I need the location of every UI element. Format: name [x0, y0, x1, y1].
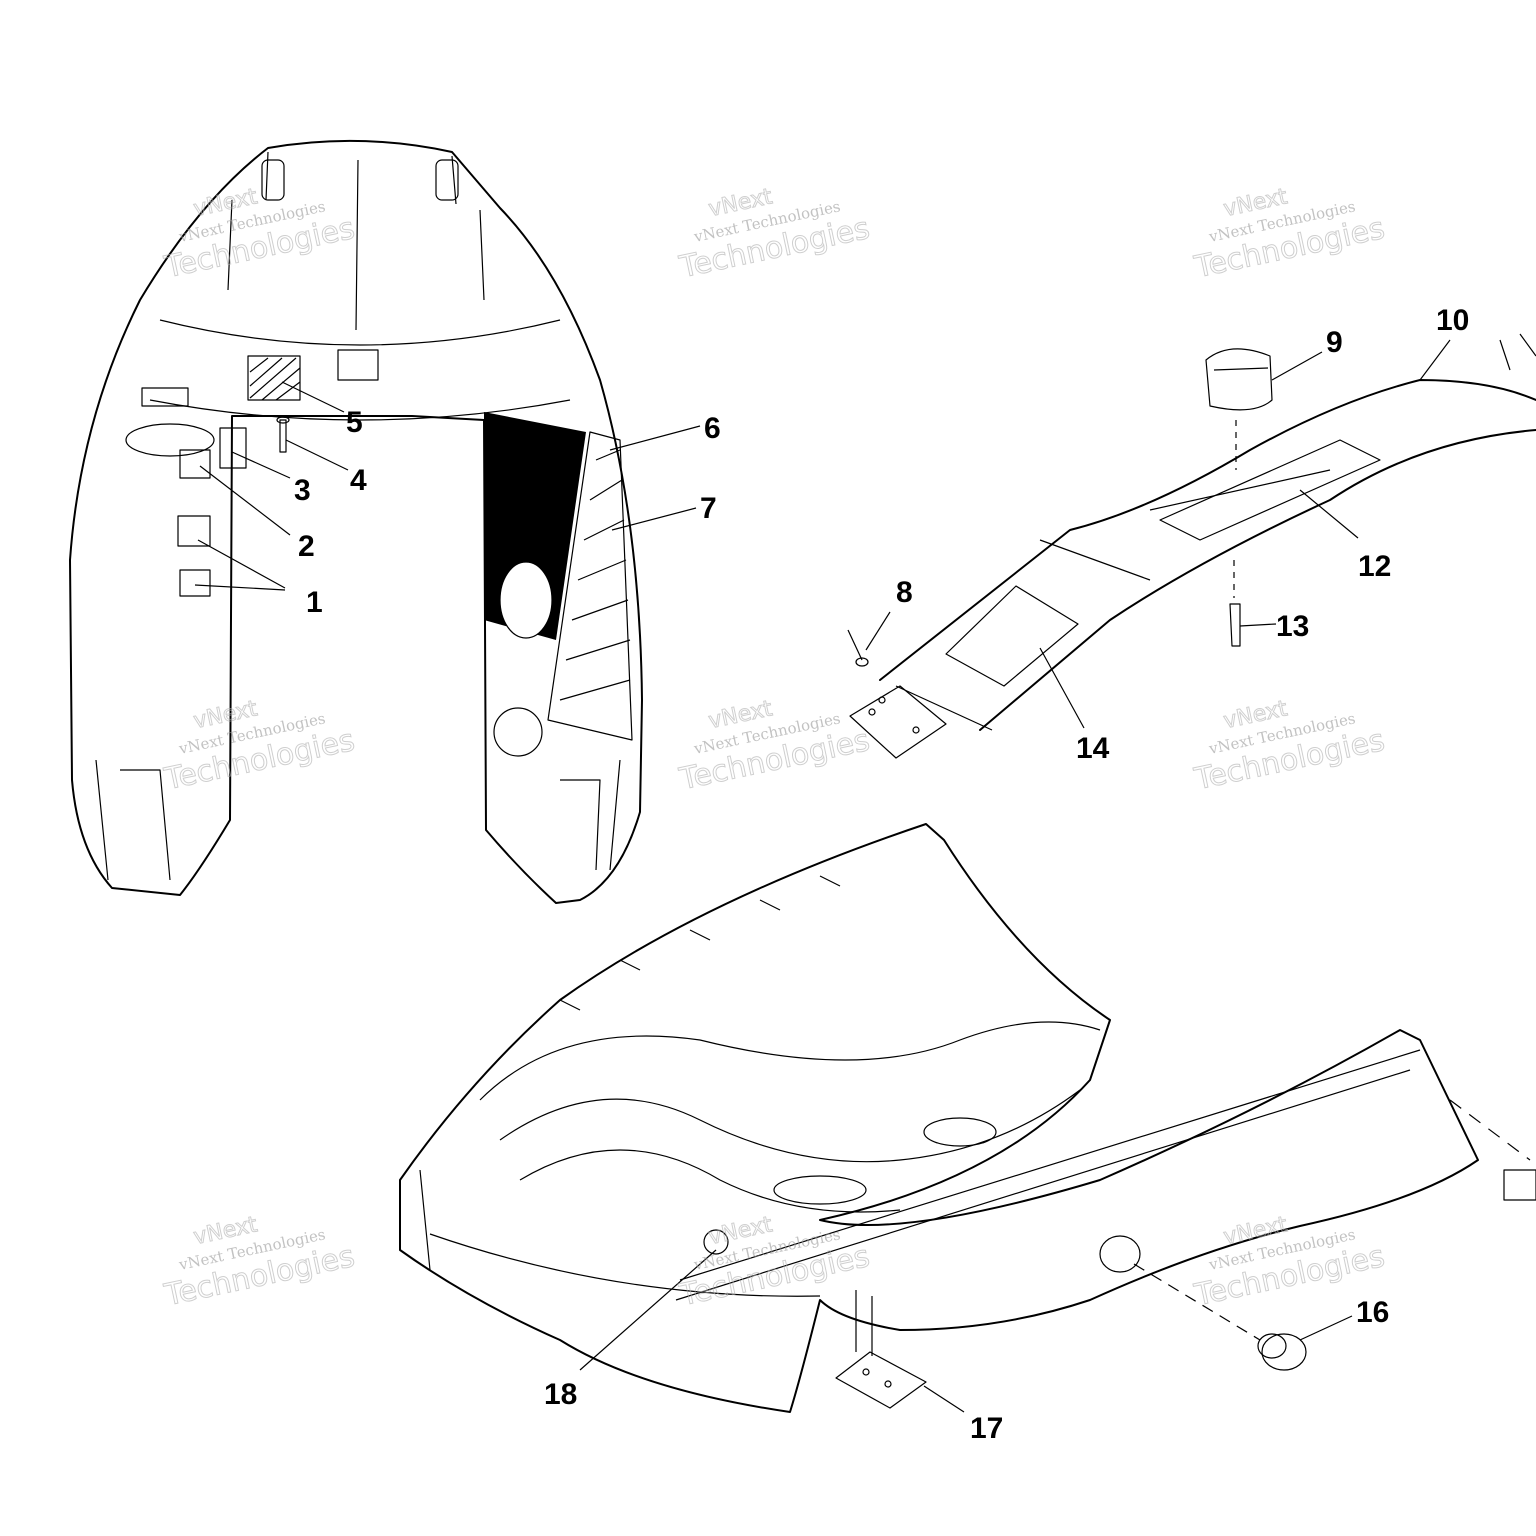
callout-18: 18: [544, 1378, 577, 1411]
fastener-4: [276, 416, 290, 453]
hood-underside-view: [69, 139, 701, 904]
callout-13: 13: [1276, 610, 1309, 643]
callout-17: 17: [970, 1412, 1003, 1445]
hood-side-view: [399, 823, 1536, 1413]
callout-16: 16: [1356, 1296, 1389, 1329]
bracket-17: [835, 1351, 927, 1409]
callout-2: 2: [298, 530, 315, 563]
hatched-decal-5: [247, 355, 301, 401]
callout-10: 10: [1436, 304, 1469, 337]
callout-6: 6: [704, 412, 721, 445]
brace-assembly-view: [847, 333, 1536, 759]
rivet-13: [1229, 560, 1241, 647]
clip-9: [1205, 348, 1273, 411]
callout-5: 5: [346, 406, 363, 439]
callout-9: 9: [1326, 326, 1343, 359]
decal-12: [1159, 439, 1381, 541]
pin-8: [847, 629, 869, 667]
callout-labels: 1 2 3 4 5 6 7 8 9 10 12 13 14 16 17 18: [294, 304, 1469, 1445]
callout-8: 8: [896, 576, 913, 609]
callout-7: 7: [700, 492, 717, 525]
callout-4: 4: [350, 464, 367, 497]
callout-14: 14: [1076, 732, 1110, 765]
decal-14: [945, 585, 1079, 687]
hatched-panel-7: [547, 431, 633, 741]
plug-16: [1257, 1333, 1307, 1371]
callout-1: 1: [306, 586, 323, 619]
callout-3: 3: [294, 474, 311, 507]
callout-12: 12: [1358, 550, 1391, 583]
